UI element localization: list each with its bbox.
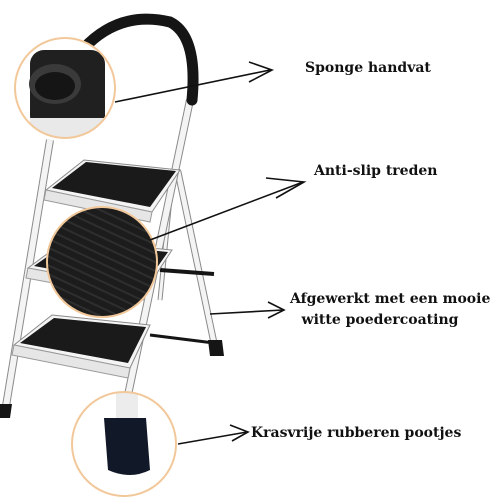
label-powder-coating-line1: Afgewerkt met een mooie [290, 291, 491, 307]
cross-brace [159, 268, 215, 276]
arrow-coating [209, 301, 286, 319]
label-sponge-handle: Sponge handvat [305, 60, 431, 76]
label-anti-slip-steps: Anti-slip treden [314, 163, 438, 179]
label-powder-coating-line2: witte poedercoating [301, 312, 459, 328]
handle-zoom-callout [14, 37, 116, 139]
step-bottom [11, 314, 151, 379]
arrow-handle [114, 61, 275, 103]
front-foot-left [0, 404, 12, 418]
label-rubber-feet: Krasvrije rubberen pootjes [251, 425, 462, 441]
rear-foot [208, 340, 224, 356]
arrow-feet [177, 424, 250, 445]
grip-zoom-callout [46, 206, 158, 318]
arrow-steps [149, 177, 307, 241]
step-top [43, 159, 181, 223]
label-powder-coating: Afgewerkt met een mooie witte poedercoat… [290, 289, 491, 331]
handle-arch [52, 13, 199, 136]
foot-zoom-callout [71, 391, 177, 497]
